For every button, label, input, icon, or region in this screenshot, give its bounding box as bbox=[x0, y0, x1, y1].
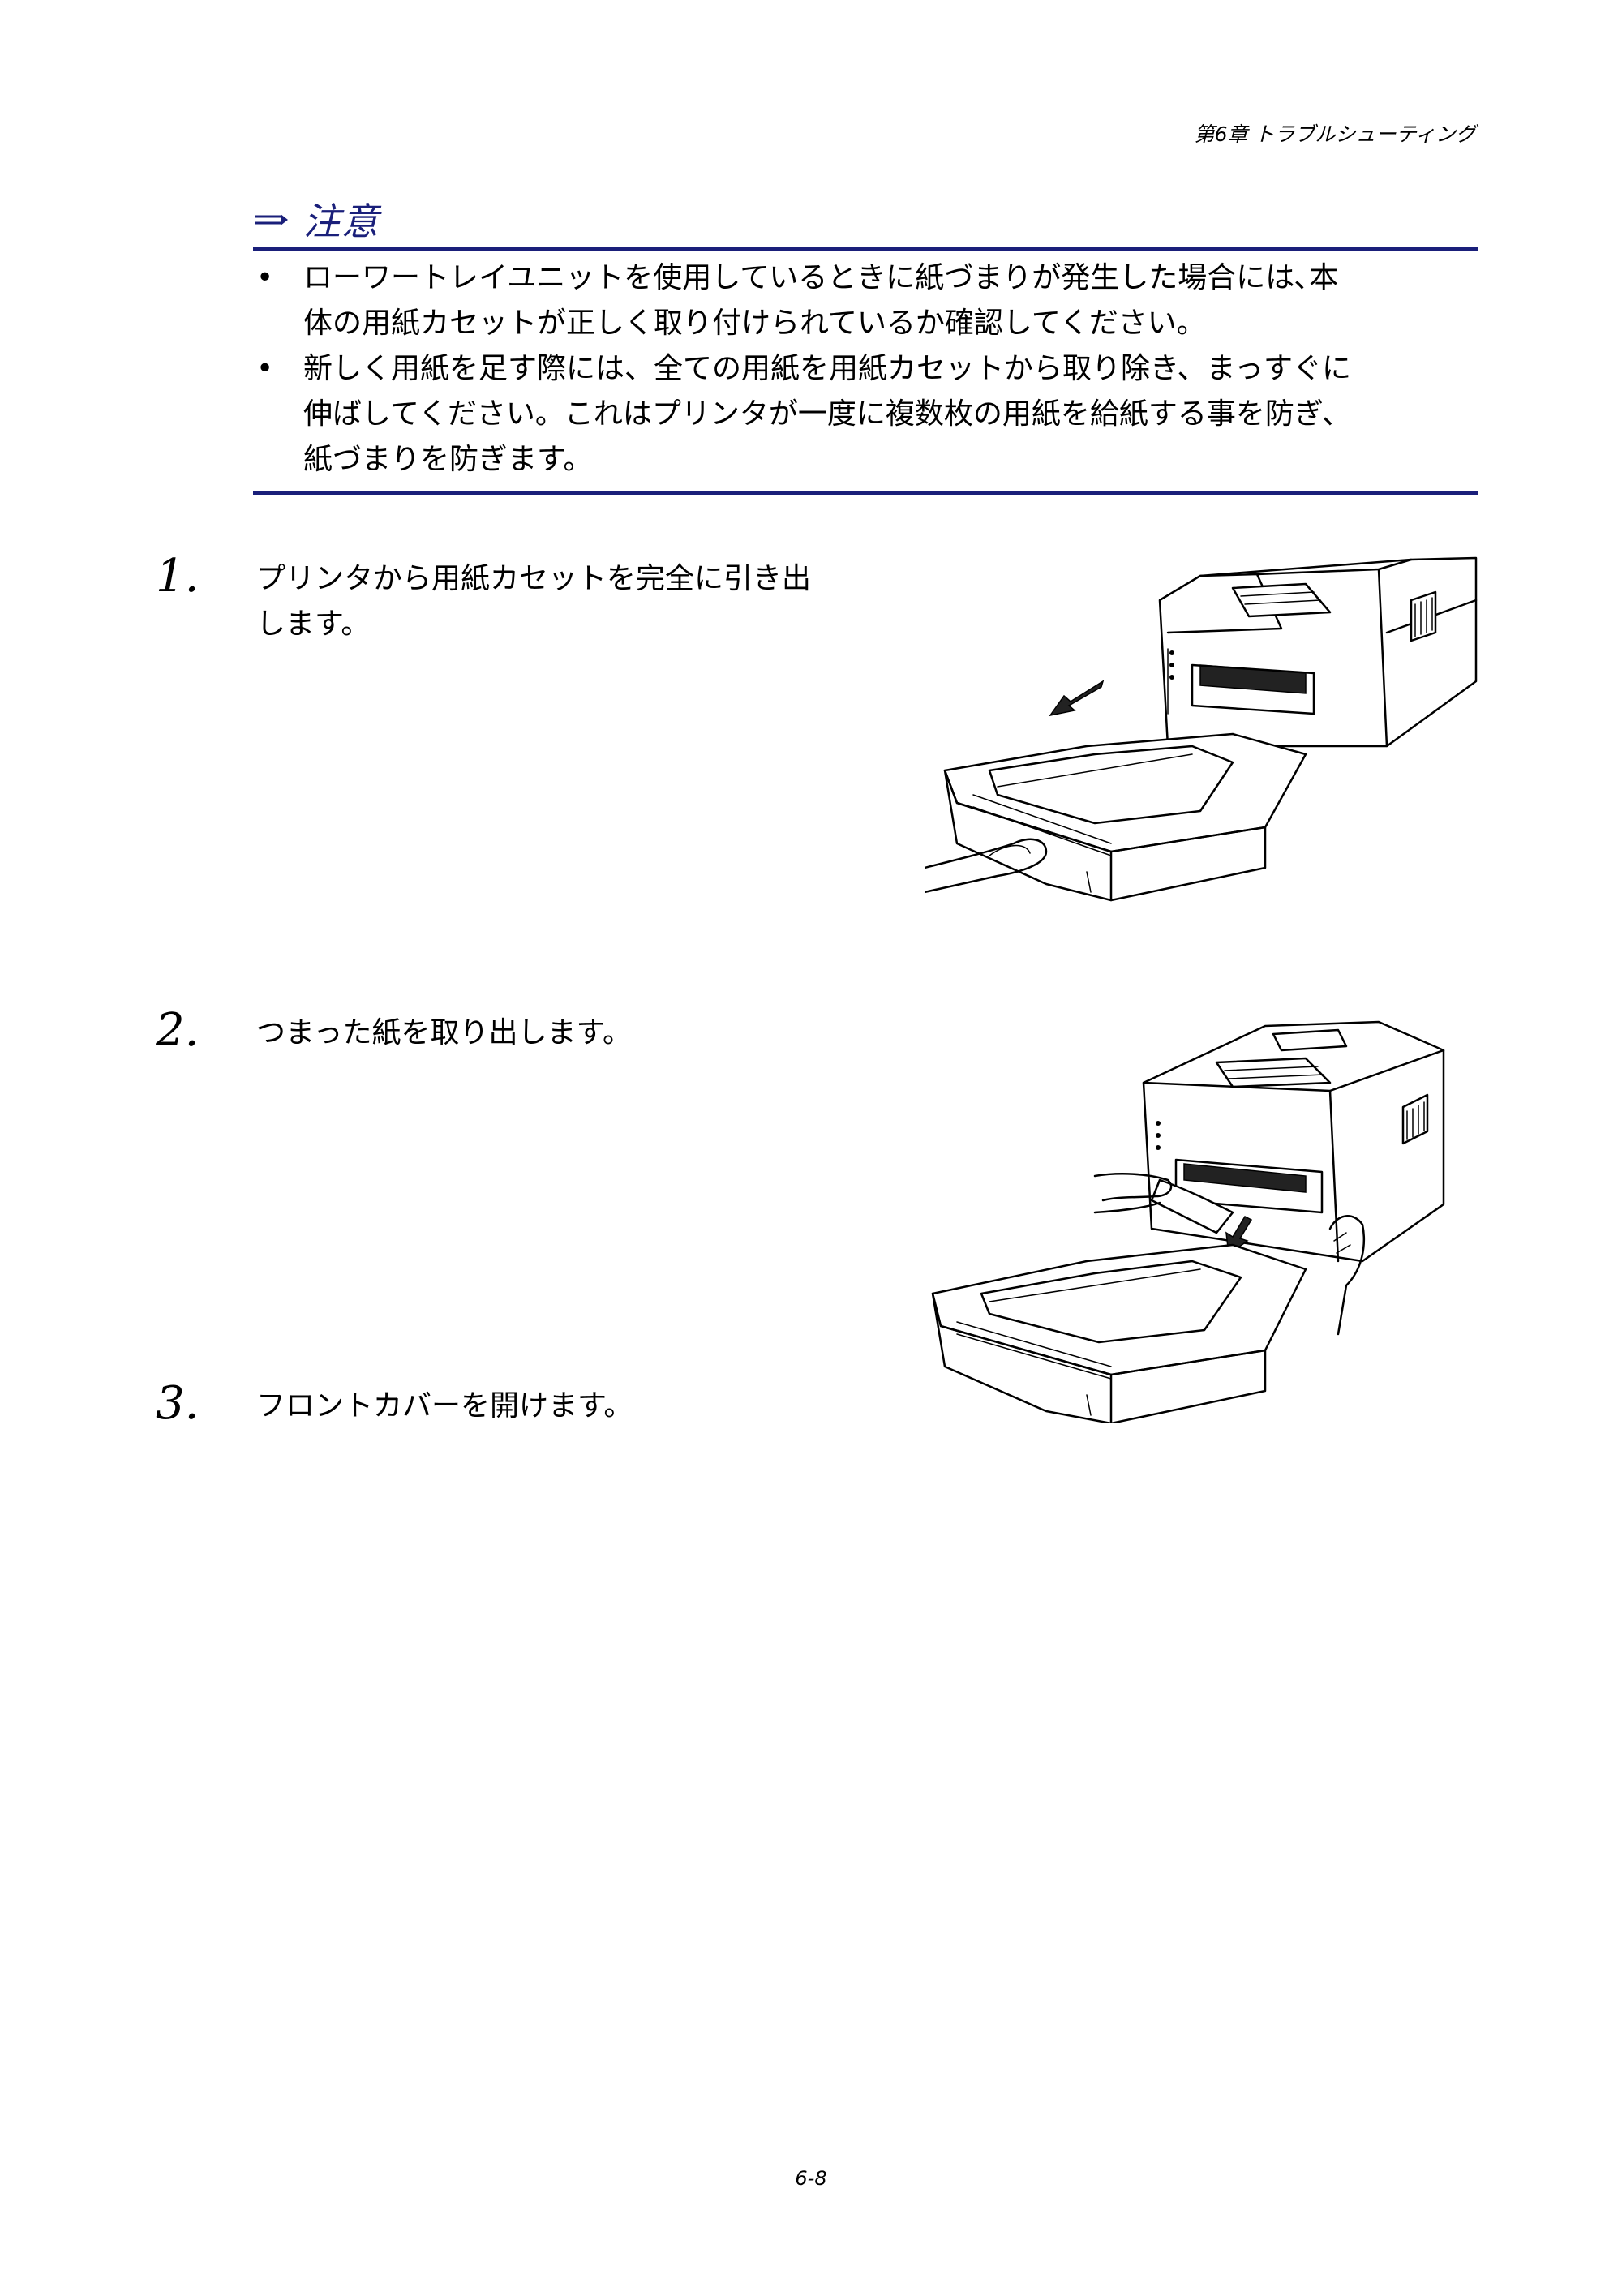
caution-box: 注意 • ローワートレイユニットを使用しているときに紙づまりが発生した場合には､… bbox=[253, 195, 1478, 495]
page-number: 6-8 bbox=[795, 2167, 827, 2190]
caution-item-text: 新しく用紙を足す際には、全ての用紙を用紙カセットから取り除き、まっすぐに 伸ばし… bbox=[303, 352, 1352, 476]
bullet: • bbox=[256, 261, 274, 294]
step-number: 1. bbox=[156, 550, 200, 603]
caution-title: 注意 bbox=[253, 195, 1478, 243]
step-text: プリンタから用紙カセットを完全に引き出 します。 bbox=[256, 562, 812, 641]
step-number: 3. bbox=[156, 1377, 200, 1430]
printer-tray-removal-illustration bbox=[925, 556, 1478, 902]
jammed-paper-removal-illustration bbox=[931, 1020, 1445, 1423]
step-text: フロントカバーを開けます。 bbox=[256, 1389, 633, 1423]
caution-pen-icon bbox=[255, 214, 288, 225]
caution-label: 注意 bbox=[303, 200, 380, 243]
chapter-header: 第6章 トラブルシューティング bbox=[1194, 122, 1476, 146]
bullet: • bbox=[256, 352, 274, 385]
caution-list: • ローワートレイユニットを使用しているときに紙づまりが発生した場合には､本 体… bbox=[253, 251, 1478, 491]
caution-item: • 新しく用紙を足す際には、全ての用紙を用紙カセットから取り除き、まっすぐに 伸… bbox=[253, 346, 1478, 483]
caution-top-rule bbox=[253, 247, 1478, 251]
step-number: 2. bbox=[156, 1004, 200, 1057]
caution-bottom-rule bbox=[253, 491, 1478, 495]
step-text: つまった紙を取り出します。 bbox=[256, 1016, 632, 1049]
caution-item-text: ローワートレイユニットを使用しているときに紙づまりが発生した場合には､本 体の用… bbox=[303, 261, 1339, 340]
caution-item: • ローワートレイユニットを使用しているときに紙づまりが発生した場合には､本 体… bbox=[253, 255, 1478, 346]
